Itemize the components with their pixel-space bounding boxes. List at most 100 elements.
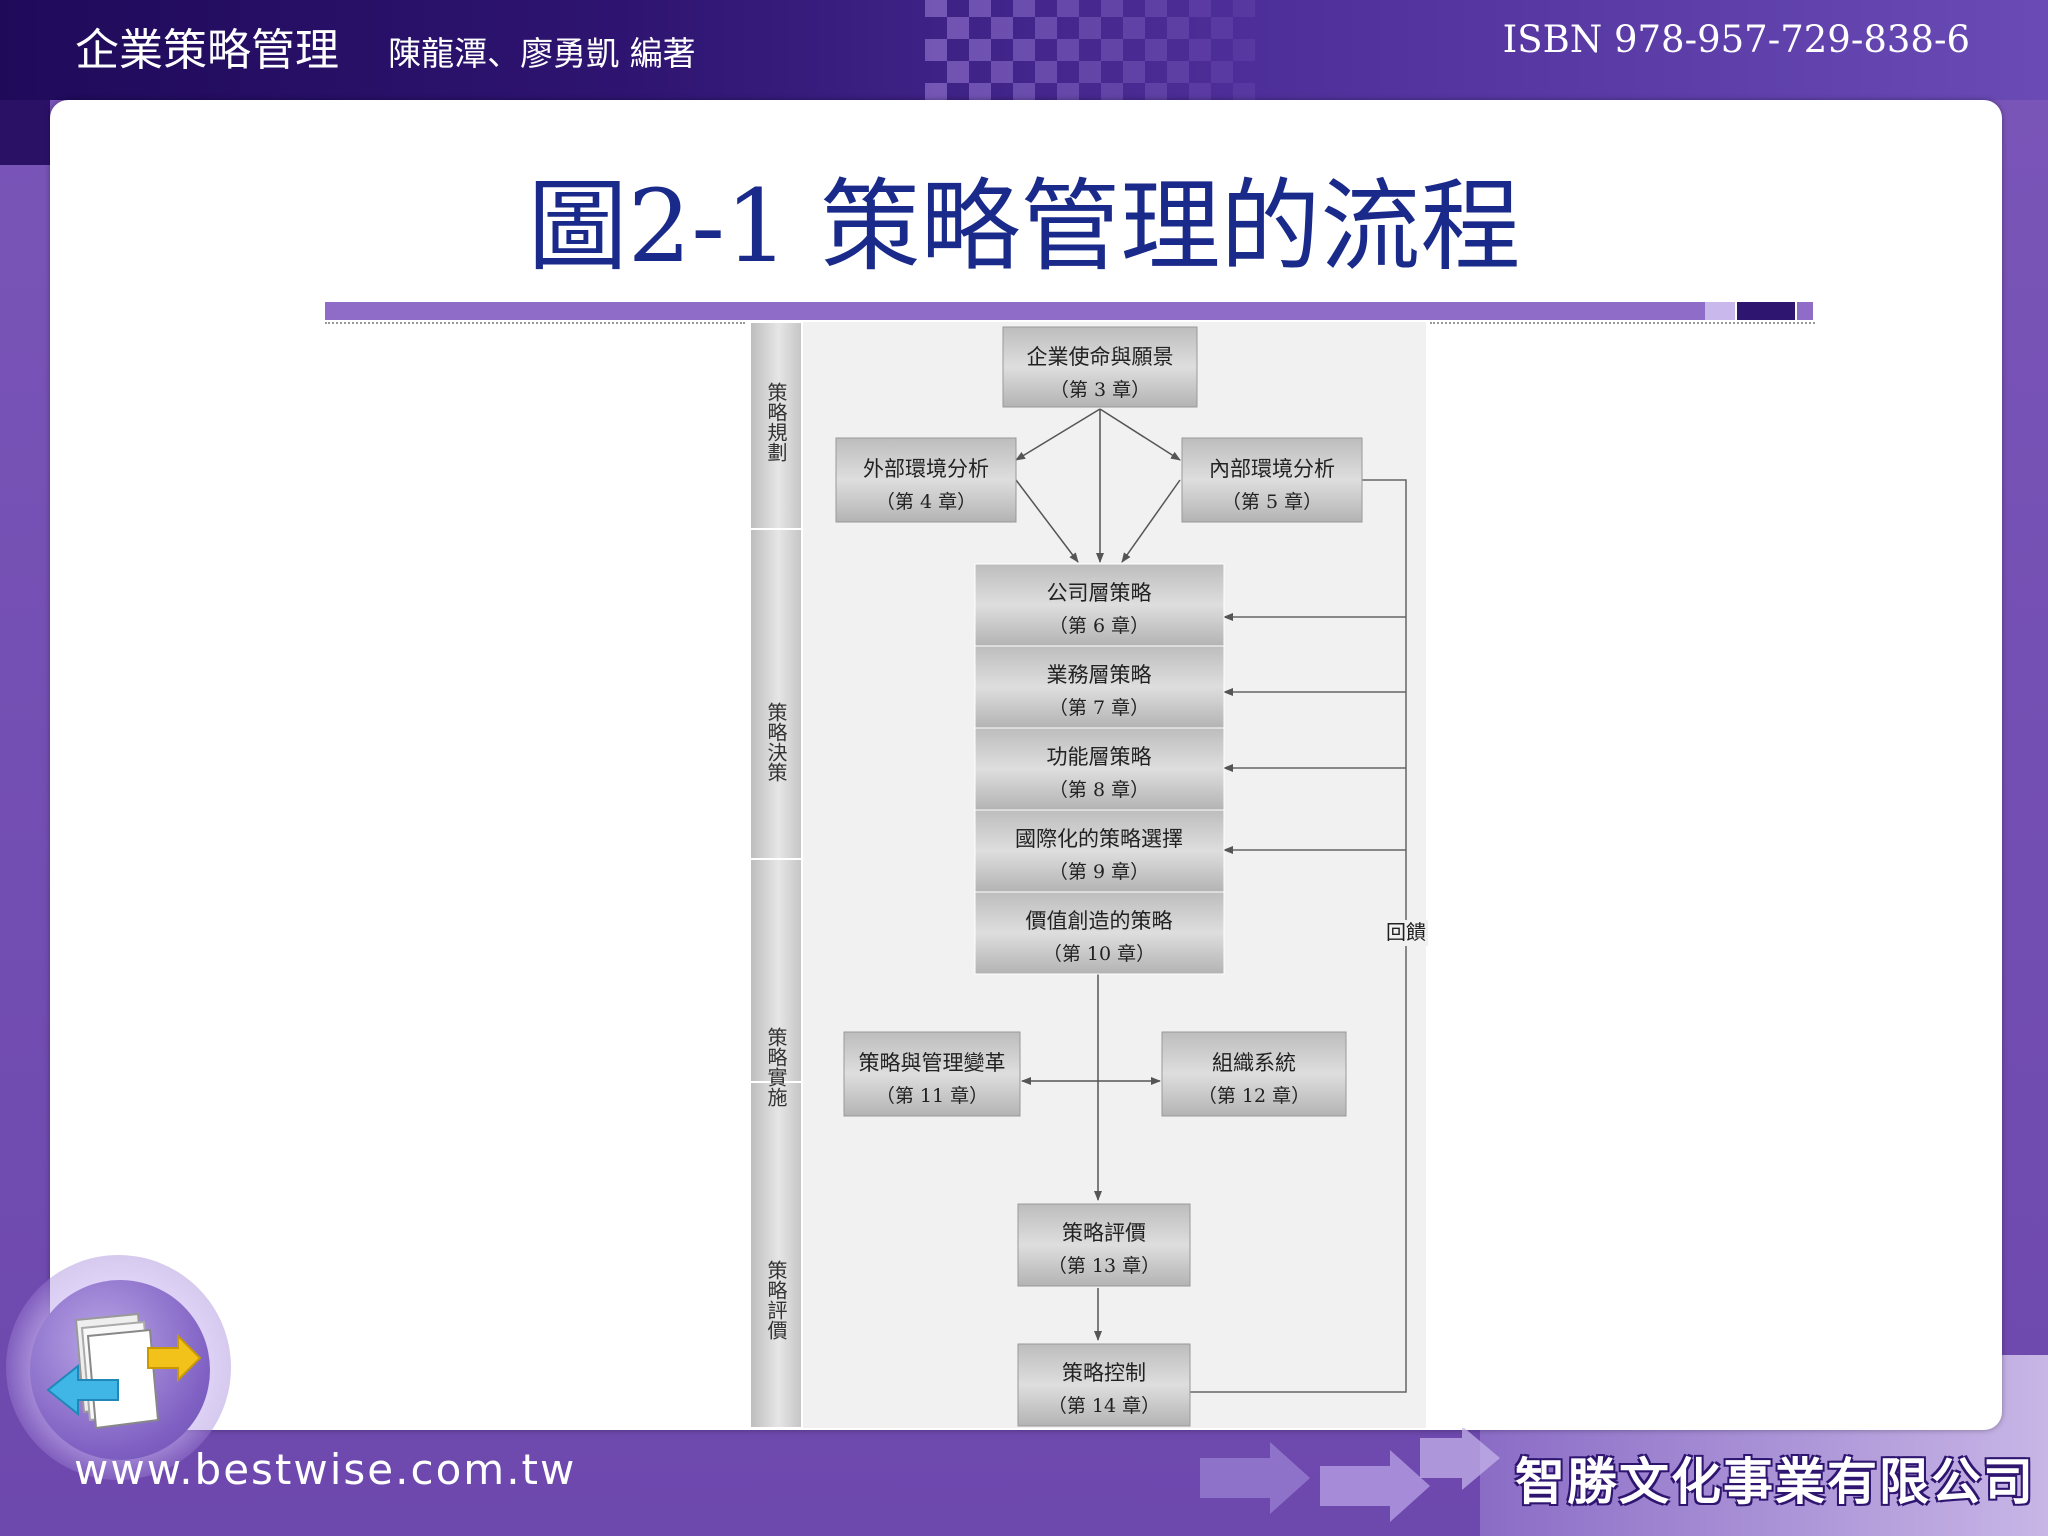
box-internal: 內部環境分析 （第 5 章） — [1181, 437, 1363, 523]
box-functional-chapter: （第 8 章） — [1049, 779, 1149, 801]
box-control-title: 策略控制 — [1062, 1361, 1146, 1385]
checker-square — [1123, 61, 1145, 83]
title-underline-accent-dark — [1737, 302, 1795, 320]
box-external-chapter: （第 4 章） — [876, 491, 976, 513]
website-url[interactable]: www.bestwise.com.tw — [74, 1445, 577, 1494]
box-corporate-chapter: （第 6 章） — [1049, 615, 1149, 637]
checker-square — [1211, 17, 1233, 39]
box-mission-title: 企業使命與願景 — [1027, 345, 1174, 369]
checker-square — [1013, 39, 1035, 61]
checker-square — [1079, 17, 1101, 39]
checker-square — [1189, 83, 1211, 100]
strategy-process-diagram: 策略規劃 策略決策 策略實施 策略評價 回饋 企業使命與願景 （第 3 章） 外… — [749, 322, 1428, 1428]
box-value-title: 價值創造的策略 — [1026, 909, 1173, 933]
box-functional: 功能層策略 （第 8 章） — [974, 727, 1225, 811]
header-band — [0, 0, 2048, 100]
box-value-chapter: （第 10 章） — [1043, 943, 1155, 965]
box-corporate: 公司層策略 （第 6 章） — [974, 563, 1225, 647]
checker-square — [1057, 39, 1079, 61]
box-evaluation: 策略評價 （第 13 章） — [1017, 1203, 1191, 1287]
phase-planning-label: 策略規劃 — [764, 382, 788, 462]
box-org: 組織系統 （第 12 章） — [1161, 1031, 1347, 1117]
checker-square — [1035, 61, 1057, 83]
checker-square — [1101, 0, 1123, 17]
checker-square — [1145, 83, 1167, 100]
phase-evaluation-label: 策略評價 — [764, 1260, 788, 1340]
checker-pattern — [925, 0, 1255, 100]
box-business-title: 業務層策略 — [1047, 663, 1152, 687]
checker-square — [969, 83, 991, 100]
checker-square — [925, 83, 947, 100]
box-business: 業務層策略 （第 7 章） — [974, 645, 1225, 729]
checker-square — [1211, 61, 1233, 83]
title-underline-accent-end — [1797, 302, 1813, 320]
box-internal-title: 內部環境分析 — [1209, 457, 1335, 481]
dotted-rule-left — [325, 322, 745, 324]
checker-square — [1013, 83, 1035, 100]
box-external: 外部環境分析 （第 4 章） — [835, 437, 1017, 523]
title-underline — [325, 302, 1705, 320]
box-functional-title: 功能層策略 — [1047, 745, 1152, 769]
phase-evaluation-bar — [749, 1081, 803, 1428]
checker-square — [925, 39, 947, 61]
box-change: 策略與管理變革 （第 11 章） — [843, 1031, 1021, 1117]
footer-arrows-decoration — [1200, 1428, 1500, 1522]
box-control: 策略控制 （第 14 章） — [1017, 1343, 1191, 1427]
checker-square — [1035, 17, 1057, 39]
box-change-title: 策略與管理變革 — [859, 1051, 1006, 1075]
phase-column: 策略規劃 策略決策 策略實施 策略評價 — [749, 322, 803, 1428]
checker-square — [1101, 83, 1123, 100]
checker-square — [1233, 83, 1255, 100]
checker-square — [1189, 39, 1211, 61]
checker-square — [1079, 61, 1101, 83]
box-value: 價值創造的策略 （第 10 章） — [974, 891, 1225, 975]
feedback-label-bg — [1384, 920, 1428, 946]
checker-square — [969, 0, 991, 17]
checker-square — [1145, 0, 1167, 17]
header-left: 企業策略管理 陳龍潭、廖勇凱 編著 — [75, 14, 696, 78]
checker-square — [991, 61, 1013, 83]
checker-square — [1123, 17, 1145, 39]
box-mission: 企業使命與願景 （第 3 章） — [1002, 326, 1198, 408]
checker-square — [1101, 39, 1123, 61]
checker-square — [1167, 17, 1189, 39]
company-name: 智勝文化事業有限公司 — [1515, 1453, 2035, 1511]
box-international-chapter: （第 9 章） — [1049, 861, 1149, 883]
box-change-chapter: （第 11 章） — [876, 1085, 988, 1107]
box-external-title: 外部環境分析 — [863, 457, 989, 481]
feedback-label: 回饋 — [1386, 920, 1426, 944]
navigation-arrows-icon[interactable] — [38, 1300, 213, 1460]
checker-square — [1145, 39, 1167, 61]
checker-square — [925, 0, 947, 17]
phase-decision-bar — [749, 528, 803, 860]
phase-decision-label: 策略決策 — [764, 702, 788, 782]
checker-square — [1057, 0, 1079, 17]
checker-square — [1167, 61, 1189, 83]
checker-square — [1233, 0, 1255, 17]
checker-square — [1013, 0, 1035, 17]
box-international: 國際化的策略選擇 （第 9 章） — [974, 809, 1225, 893]
box-international-title: 國際化的策略選擇 — [1015, 827, 1183, 851]
book-authors: 陳龍潭、廖勇凱 編著 — [388, 34, 696, 73]
flow-arrows — [1015, 408, 1181, 1341]
box-mission-chapter: （第 3 章） — [1050, 379, 1150, 401]
checker-square — [947, 17, 969, 39]
checker-square — [1189, 0, 1211, 17]
book-title: 企業策略管理 — [75, 25, 339, 76]
dotted-rule-right — [1430, 322, 1815, 324]
checker-square — [991, 17, 1013, 39]
phase-implementation-label: 策略實施 — [764, 1027, 788, 1107]
header-corner-block — [0, 100, 50, 165]
box-business-chapter: （第 7 章） — [1049, 697, 1149, 719]
title-underline-accent-light — [1705, 302, 1735, 320]
box-org-title: 組織系統 — [1212, 1051, 1296, 1075]
box-evaluation-title: 策略評價 — [1062, 1221, 1146, 1245]
box-control-chapter: （第 14 章） — [1048, 1395, 1160, 1417]
isbn: ISBN 978-957-729-838-6 — [1502, 18, 1970, 61]
checker-square — [947, 61, 969, 83]
box-internal-chapter: （第 5 章） — [1222, 491, 1322, 513]
box-evaluation-chapter: （第 13 章） — [1048, 1255, 1160, 1277]
checker-square — [1233, 39, 1255, 61]
box-org-chapter: （第 12 章） — [1198, 1085, 1310, 1107]
box-corporate-title: 公司層策略 — [1047, 581, 1152, 605]
